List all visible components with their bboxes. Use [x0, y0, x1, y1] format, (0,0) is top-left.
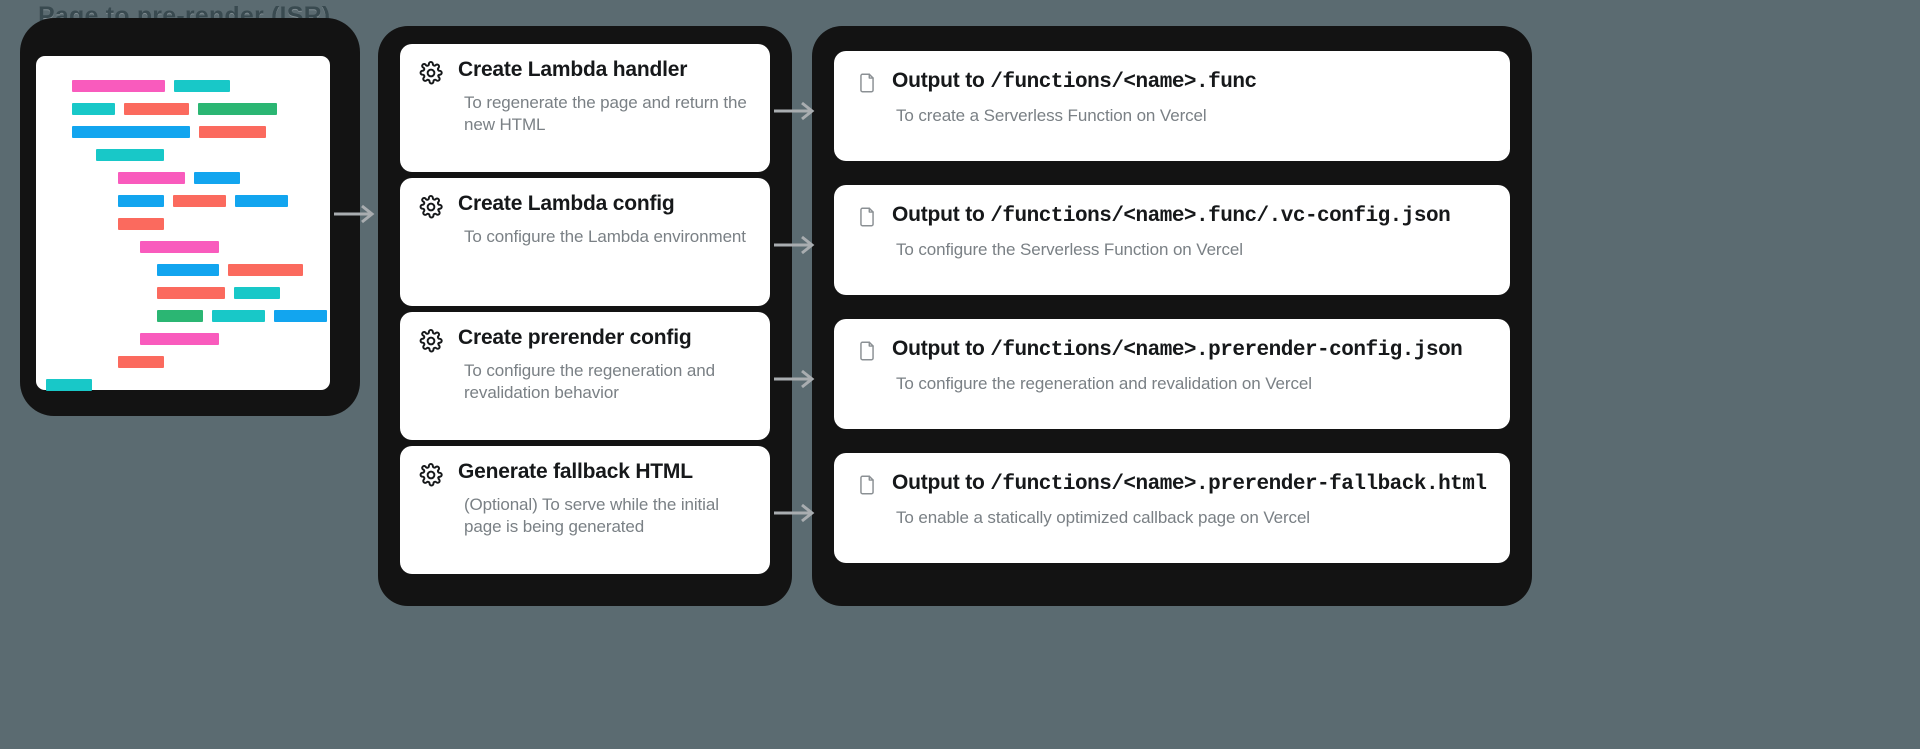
code-line	[157, 264, 303, 276]
code-token-bar	[140, 241, 219, 253]
code-line	[118, 195, 288, 207]
code-line	[118, 356, 164, 368]
code-token-bar	[234, 287, 280, 299]
gear-icon	[418, 60, 444, 86]
output-path: /functions/<name>.prerender-fallback.htm…	[990, 473, 1487, 496]
output-card-1[interactable]: Output to /functions/<name>.func To crea…	[834, 51, 1510, 161]
code-line	[157, 310, 327, 322]
code-token-bar	[124, 103, 189, 115]
arrow-right-icon-step-1	[774, 101, 815, 121]
output-prefix: Output to	[892, 69, 991, 92]
code-line	[72, 103, 277, 115]
source-page-preview-card	[36, 56, 330, 391]
gear-icon	[418, 194, 444, 220]
output-path: /functions/<name>.prerender-config.json	[990, 339, 1463, 362]
output-prefix: Output to	[892, 471, 991, 494]
code-token-bar	[235, 195, 288, 207]
output-description: To configure the regeneration and revali…	[896, 374, 1312, 393]
code-token-bar	[228, 264, 303, 276]
step-description: To regenerate the page and return the ne…	[464, 93, 747, 135]
step-title: Create prerender config	[458, 326, 692, 349]
output-description: To configure the Serverless Function on …	[896, 240, 1243, 259]
output-title: Output to /functions/<name>.func/.vc-con…	[892, 203, 1451, 230]
code-token-bar	[157, 264, 219, 276]
code-line	[72, 126, 266, 138]
step-title: Create Lambda handler	[458, 58, 688, 81]
step-description: To configure the Lambda environment	[464, 227, 746, 246]
code-token-bar	[118, 356, 164, 368]
code-token-bar	[72, 103, 115, 115]
output-card-3[interactable]: Output to /functions/<name>.prerender-co…	[834, 319, 1510, 429]
code-token-bar	[157, 287, 225, 299]
code-token-bar	[199, 126, 266, 138]
step-description: (Optional) To serve while the initial pa…	[464, 495, 719, 537]
output-prefix: Output to	[892, 203, 991, 226]
step-card-3[interactable]: Create prerender config To configure the…	[400, 312, 770, 440]
code-token-bar	[46, 379, 92, 391]
output-description: To enable a statically optimized callbac…	[896, 508, 1310, 527]
arrow-right-icon-step-3	[774, 369, 815, 389]
output-title: Output to /functions/<name>.prerender-fa…	[892, 471, 1487, 498]
code-token-bar	[157, 310, 203, 322]
file-icon	[856, 204, 878, 230]
output-path: /functions/<name>.func	[990, 71, 1257, 94]
arrow-right-icon-step-4	[774, 503, 815, 523]
code-line	[96, 149, 164, 161]
file-icon	[856, 472, 878, 498]
code-line	[46, 379, 92, 391]
file-icon	[856, 70, 878, 96]
output-description: To create a Serverless Function on Verce…	[896, 106, 1207, 125]
output-path: /functions/<name>.func/.vc-config.json	[990, 205, 1451, 228]
gear-icon	[418, 328, 444, 354]
step-card-4[interactable]: Generate fallback HTML (Optional) To ser…	[400, 446, 770, 574]
code-token-bar	[194, 172, 240, 184]
code-token-bar	[198, 103, 277, 115]
step-title: Generate fallback HTML	[458, 460, 693, 483]
code-line	[118, 218, 164, 230]
output-card-2[interactable]: Output to /functions/<name>.func/.vc-con…	[834, 185, 1510, 295]
code-token-bar	[274, 310, 327, 322]
code-token-bar	[118, 195, 164, 207]
output-card-4[interactable]: Output to /functions/<name>.prerender-fa…	[834, 453, 1510, 563]
output-title: Output to /functions/<name>.func	[892, 69, 1257, 96]
code-line	[157, 287, 280, 299]
code-token-bar	[96, 149, 164, 161]
code-token-bar	[174, 80, 230, 92]
code-token-bar	[72, 80, 165, 92]
code-token-bar	[118, 218, 164, 230]
code-line	[118, 172, 240, 184]
step-title: Create Lambda config	[458, 192, 675, 215]
step-description: To configure the regeneration and revali…	[464, 361, 715, 403]
step-card-2[interactable]: Create Lambda config To configure the La…	[400, 178, 770, 306]
code-line	[140, 241, 219, 253]
code-token-bar	[118, 172, 185, 184]
code-line	[140, 333, 219, 345]
code-token-bar	[212, 310, 265, 322]
code-token-bar	[173, 195, 226, 207]
arrow-right-icon-step-2	[774, 235, 815, 255]
code-line	[72, 80, 230, 92]
code-token-bar	[140, 333, 219, 345]
file-icon	[856, 338, 878, 364]
arrow-right-icon-source-to-steps	[334, 204, 375, 224]
step-card-1[interactable]: Create Lambda handler To regenerate the …	[400, 44, 770, 172]
code-token-bar	[72, 126, 190, 138]
output-title: Output to /functions/<name>.prerender-co…	[892, 337, 1463, 364]
output-prefix: Output to	[892, 337, 991, 360]
gear-icon	[418, 462, 444, 488]
